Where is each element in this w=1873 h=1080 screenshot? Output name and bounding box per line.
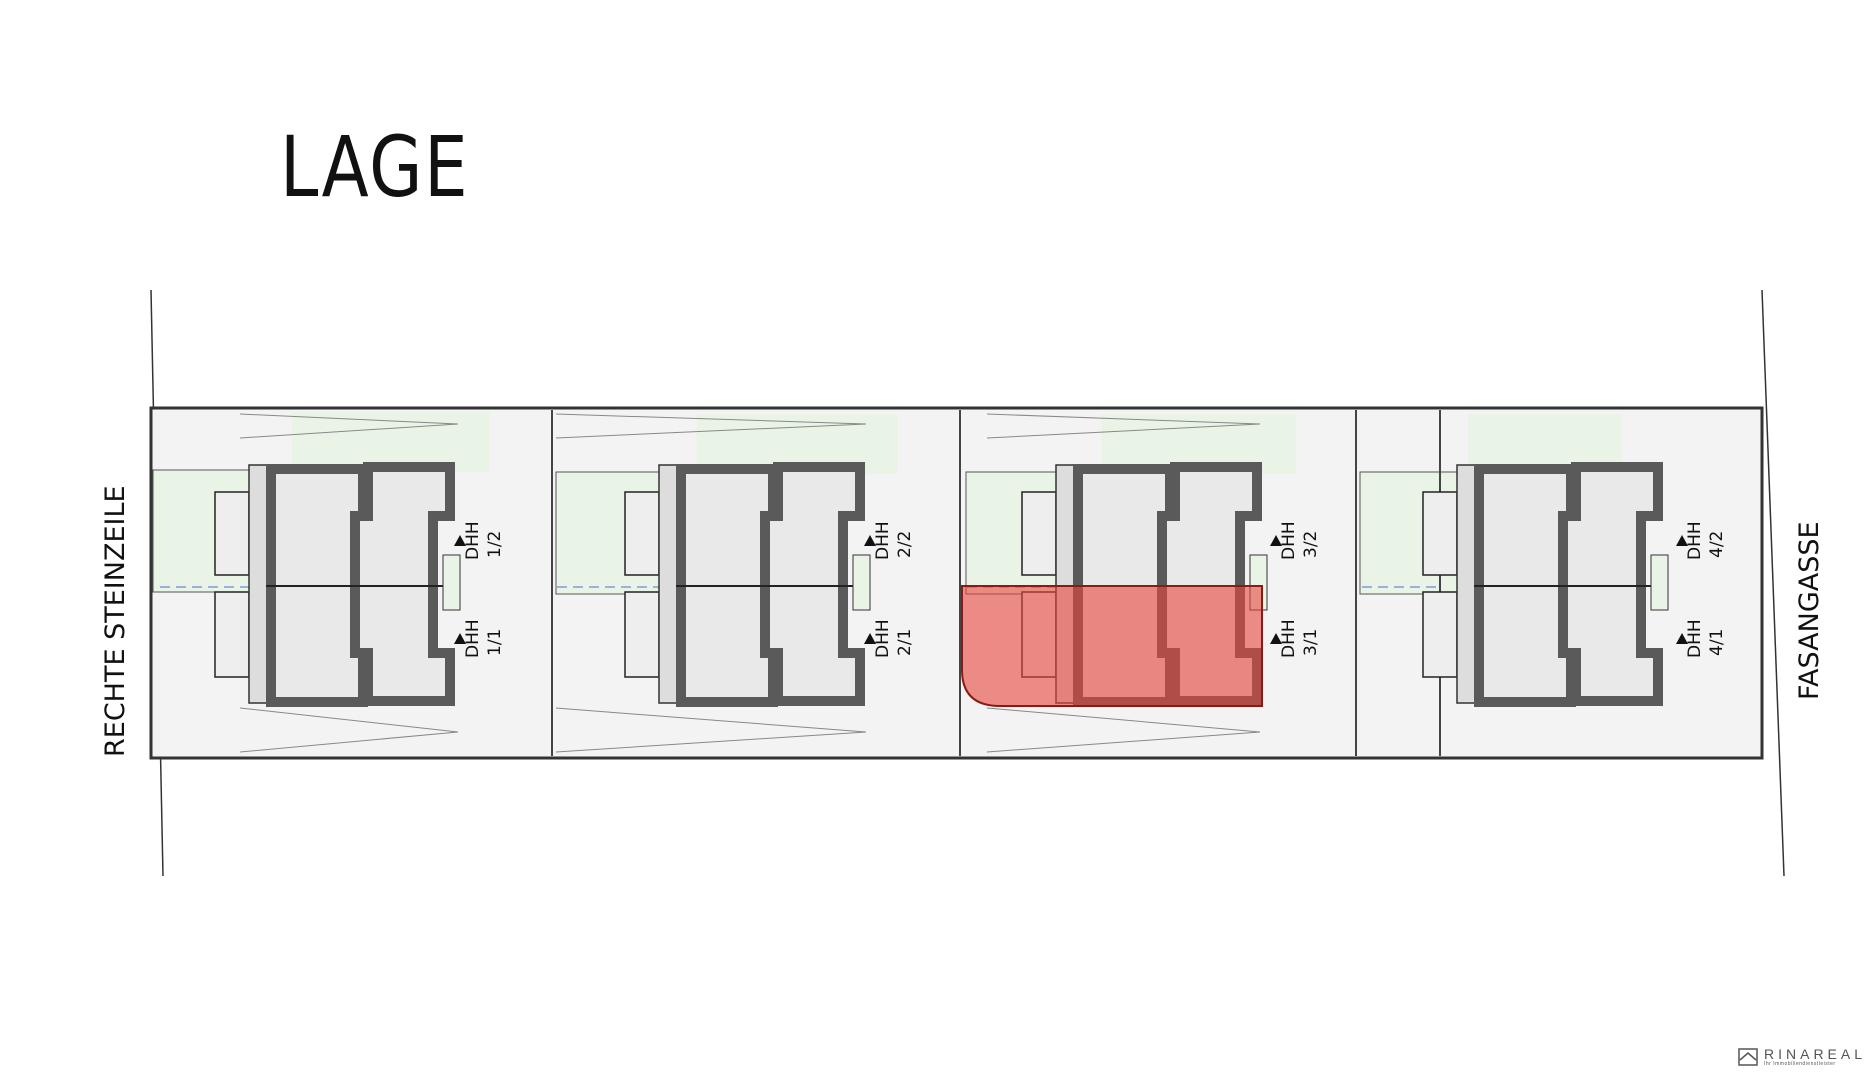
- entrance-triangle-icon: [1676, 535, 1688, 546]
- house-block-right: [350, 462, 455, 706]
- unit-label-number: 1/2: [485, 531, 505, 558]
- unit-label-number: 3/2: [1301, 531, 1321, 558]
- right-boundary-line: [1761, 289, 1785, 877]
- unit-label-type: DHH: [1685, 619, 1705, 658]
- parking-marking: [986, 413, 1261, 439]
- semi-detached-house: [624, 462, 871, 707]
- carport: [1021, 491, 1057, 576]
- unit-label-number: 1/1: [485, 629, 505, 656]
- rinareal-logo: RINAREAL Ihr Immobiliendienstleister: [1738, 1047, 1866, 1067]
- parking-marking: [986, 707, 1261, 753]
- terrace: [1650, 554, 1669, 611]
- highlighted-unit-3-1: [961, 585, 1263, 707]
- street-label-right: FASANGASSE: [1794, 521, 1825, 700]
- unit-label-number: 2/2: [895, 531, 915, 558]
- logo-tagline: Ihr Immobiliendienstleister: [1764, 1061, 1836, 1067]
- carport: [624, 491, 660, 576]
- carport: [624, 591, 660, 678]
- semi-detached-house: [1422, 462, 1669, 707]
- unit-label-type: DHH: [1279, 619, 1299, 658]
- page-title: LAGE: [280, 118, 470, 216]
- entrance-triangle-icon: [864, 633, 876, 644]
- entrance-triangle-icon: [454, 633, 466, 644]
- unit-label-number: 3/1: [1301, 629, 1321, 656]
- parking-marking: [239, 707, 459, 753]
- parking-marking: [555, 707, 867, 753]
- house-logo-icon: [1738, 1048, 1758, 1066]
- unit-label-type: DHH: [873, 619, 893, 658]
- unit-label-type: DHH: [463, 521, 483, 560]
- logo-name: RINAREAL: [1764, 1046, 1867, 1062]
- house-block-right: [1558, 462, 1663, 706]
- unit-label-type: DHH: [1279, 521, 1299, 560]
- entrance-triangle-icon: [864, 535, 876, 546]
- street-label-left: RECHTE STEINZEILE: [100, 485, 131, 757]
- houses: [214, 462, 1669, 707]
- parking-marking: [555, 413, 867, 439]
- house-block-right: [760, 462, 865, 706]
- unit-label-number: 2/1: [895, 629, 915, 656]
- carport: [1422, 591, 1458, 678]
- parking-marking: [239, 413, 459, 439]
- terrace: [852, 554, 871, 611]
- annex: [658, 464, 678, 704]
- unit-label-type: DHH: [873, 521, 893, 560]
- annex: [248, 464, 268, 704]
- annex: [1456, 464, 1476, 704]
- unit-label-number: 4/1: [1707, 629, 1727, 656]
- unit-label-number: 4/2: [1707, 531, 1727, 558]
- semi-detached-house: [214, 462, 461, 707]
- unit-label-type: DHH: [463, 619, 483, 658]
- entrance-triangle-icon: [1270, 633, 1282, 644]
- entrance-triangle-icon: [1676, 633, 1688, 644]
- carport: [214, 491, 250, 576]
- carport: [214, 591, 250, 678]
- unit-label-type: DHH: [1685, 521, 1705, 560]
- terrace: [442, 554, 461, 611]
- carport: [1422, 491, 1458, 576]
- entrance-triangle-icon: [1270, 535, 1282, 546]
- entrance-triangle-icon: [454, 535, 466, 546]
